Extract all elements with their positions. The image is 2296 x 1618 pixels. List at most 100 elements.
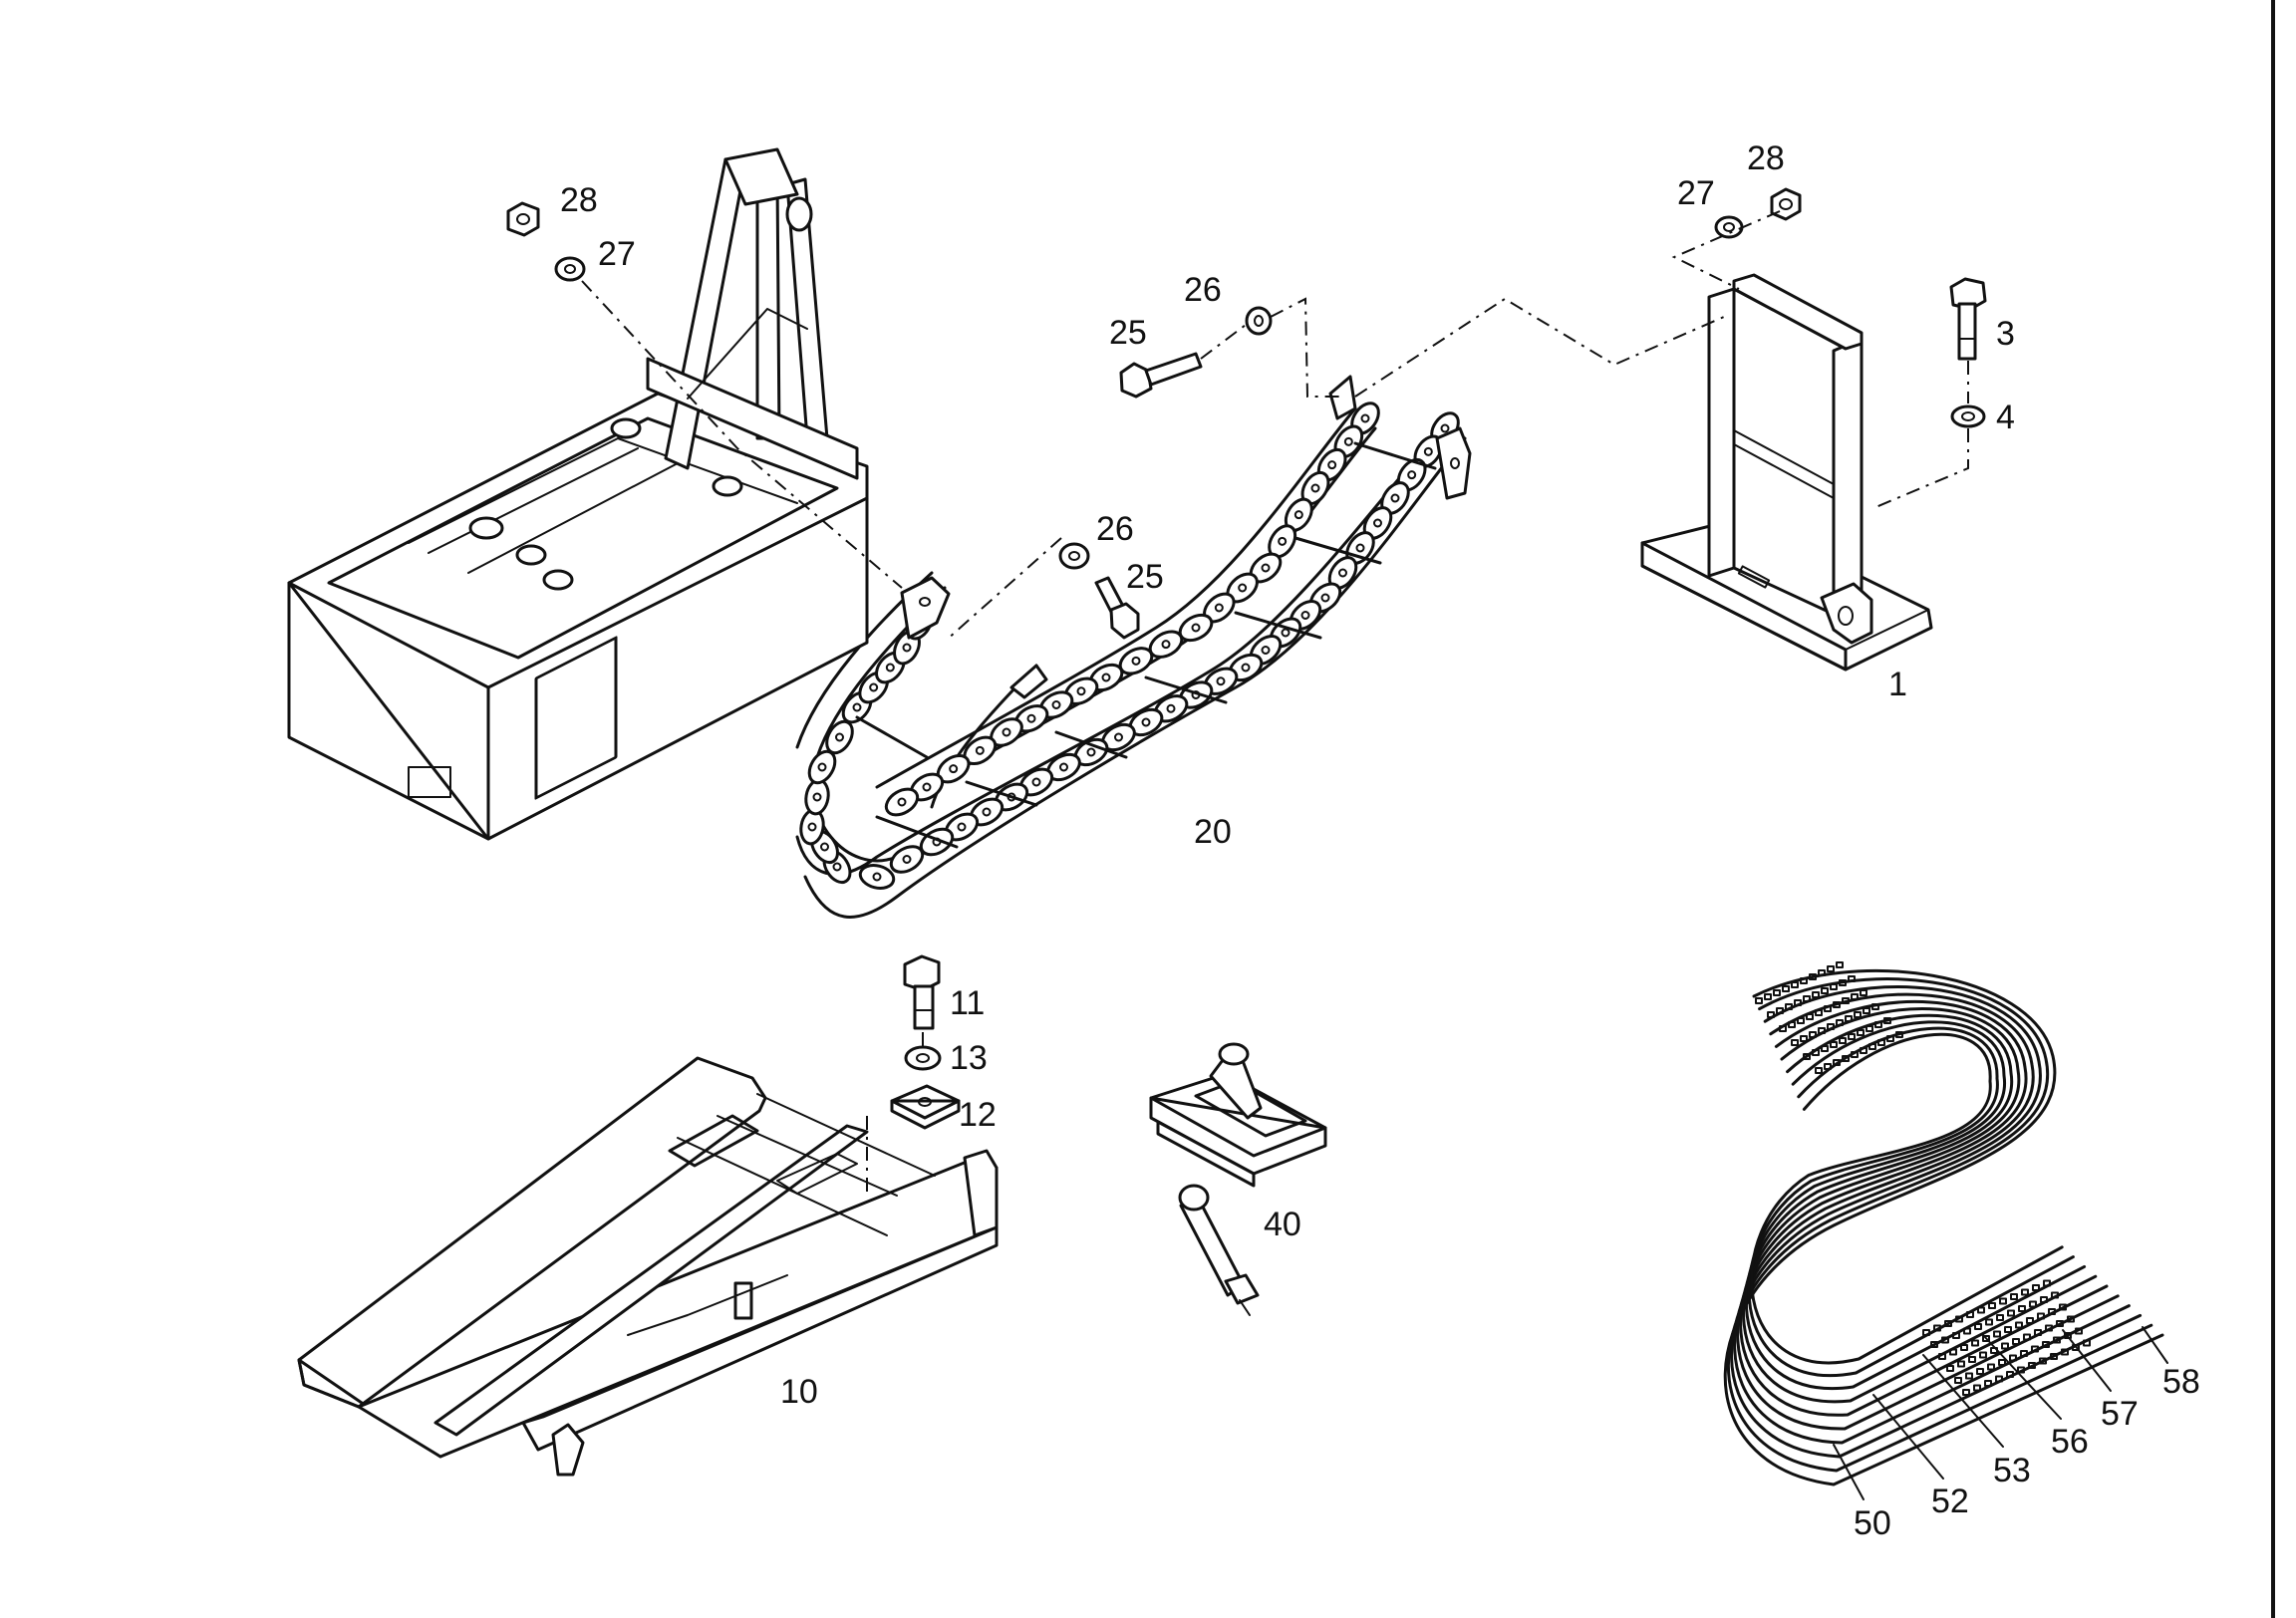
hose-link-dot bbox=[2012, 1338, 2020, 1345]
chain-link-pin bbox=[872, 872, 882, 882]
chain-link-pin bbox=[835, 732, 844, 742]
hose-link-dot bbox=[1863, 1007, 1870, 1014]
hose-link-dot bbox=[2045, 1324, 2053, 1332]
washer-part-27-right bbox=[1714, 215, 1744, 239]
chain-crossbar bbox=[855, 715, 929, 759]
part-label-28-right: 28 bbox=[1747, 139, 1785, 177]
chain-link-pin bbox=[885, 663, 895, 673]
hose-link-dot bbox=[1999, 1297, 2007, 1305]
hose-line bbox=[1739, 1006, 2109, 1417]
hose-link-dot bbox=[1827, 1023, 1835, 1030]
hose-link-dot bbox=[1868, 1043, 1876, 1050]
hose-link-dot bbox=[1987, 1363, 1995, 1371]
hose-link-dot bbox=[2031, 1345, 2039, 1353]
part-label-3: 3 bbox=[1996, 315, 2015, 353]
hose-link-dot bbox=[1854, 1011, 1862, 1018]
hose-link-dot bbox=[2037, 1312, 2045, 1320]
chain-link-pin bbox=[922, 782, 932, 792]
chain-end-bracket-upper bbox=[1328, 375, 1472, 500]
hose-link-dot bbox=[1773, 989, 1781, 996]
leader-line-washer-26-upper bbox=[1270, 297, 1345, 398]
hose-link-dot bbox=[1957, 1360, 1965, 1368]
chain-link-pin bbox=[1261, 563, 1271, 573]
hose-link-dot bbox=[1800, 977, 1808, 984]
hose-link-dot bbox=[1788, 1021, 1796, 1028]
part-label-11: 11 bbox=[950, 984, 985, 1022]
hose-link-dot bbox=[1827, 965, 1835, 972]
hose-link-dot bbox=[1860, 989, 1867, 996]
hose-link-dot bbox=[1871, 1003, 1879, 1010]
hose-link-dot bbox=[1968, 1356, 1976, 1363]
chain-link-pin bbox=[902, 643, 912, 653]
hose-link-dot bbox=[2001, 1342, 2009, 1350]
washer-part-13 bbox=[904, 1045, 942, 1071]
ramp-trough-part bbox=[297, 1056, 999, 1477]
chain-link-pin bbox=[832, 862, 842, 872]
leader-line-nut-28-left bbox=[581, 280, 903, 589]
chain-link-pin bbox=[1261, 646, 1271, 655]
chain-link-pin bbox=[807, 822, 817, 832]
chain-crossbar bbox=[965, 780, 1038, 807]
part-label-26-lower: 26 bbox=[1096, 510, 1134, 548]
part-label-57: 57 bbox=[2101, 1395, 2139, 1433]
chain-link-pin bbox=[1440, 423, 1450, 433]
hose-link-dot bbox=[1996, 1314, 2004, 1321]
hose-link-dot bbox=[1963, 1327, 1971, 1335]
chain-link-pin bbox=[1166, 703, 1176, 713]
hose-link-dot bbox=[1860, 1047, 1867, 1054]
hose-link-dot bbox=[1830, 983, 1838, 990]
hose-link-dot bbox=[2018, 1305, 2026, 1312]
cable-hose-bundle-part bbox=[1723, 961, 2164, 1486]
hose-link-dot bbox=[1845, 1015, 1853, 1022]
hose-link-dot bbox=[1886, 1035, 1894, 1042]
part-label-26-upper: 26 bbox=[1184, 271, 1222, 309]
chain-crossbar bbox=[1144, 675, 1228, 704]
hose-link-dot bbox=[2023, 1333, 2031, 1341]
hose-link-dot bbox=[1866, 1025, 1873, 1032]
hose-link-dot bbox=[1982, 1335, 1990, 1342]
part-label-20: 20 bbox=[1194, 813, 1232, 851]
chain-link-pin bbox=[1423, 446, 1433, 456]
part-label-12: 12 bbox=[959, 1096, 997, 1134]
hose-link-dot bbox=[1944, 1320, 1952, 1327]
hose-link-dot bbox=[1851, 1051, 1859, 1058]
hose-link-dot bbox=[1815, 1067, 1823, 1074]
hose-link-dot bbox=[1977, 1306, 1985, 1314]
hose-link-dot bbox=[2042, 1341, 2050, 1348]
chain-link-pin bbox=[982, 807, 992, 817]
leader-line-washer-4 bbox=[1872, 428, 1969, 509]
hose-line bbox=[1750, 1032, 2064, 1365]
switch-box-part bbox=[1149, 1042, 1327, 1316]
hose-link-dot bbox=[1895, 1031, 1903, 1038]
hose-link-dot bbox=[2040, 1296, 2048, 1303]
hose-line bbox=[1726, 977, 2153, 1473]
part-label-27-left: 27 bbox=[598, 235, 636, 273]
chain-link-pin bbox=[897, 797, 907, 807]
hose-link-dot bbox=[1979, 1351, 1987, 1359]
hose-link-dot bbox=[1842, 997, 1850, 1004]
washer-part-4 bbox=[1950, 404, 1986, 428]
drag-chain-links bbox=[799, 402, 1460, 890]
hose-link-dot bbox=[2015, 1321, 2023, 1329]
chain-link-pin bbox=[817, 762, 827, 772]
hose-link-dot bbox=[1809, 973, 1817, 980]
hose-link-dot bbox=[1764, 993, 1772, 1000]
chain-link-pin bbox=[1407, 470, 1417, 480]
hose-line bbox=[1744, 1020, 2087, 1391]
bolt-part-25-lower bbox=[1094, 576, 1140, 640]
hose-link-dot bbox=[1812, 991, 1820, 998]
chain-link-pin bbox=[1373, 518, 1382, 528]
bolt-part-11 bbox=[903, 954, 941, 1030]
chain-link-pin bbox=[820, 842, 829, 852]
hose-link-dot bbox=[2028, 1362, 2036, 1369]
hose-link-dot bbox=[2056, 1320, 2064, 1327]
hose-link-dot bbox=[2067, 1315, 2075, 1323]
leader-line-chain-lower bbox=[946, 537, 1062, 641]
chain-link-pin bbox=[1293, 510, 1303, 520]
hose-link-dot bbox=[1830, 1041, 1838, 1048]
chain-link-pin bbox=[1300, 611, 1310, 620]
chain-link-pin bbox=[1191, 623, 1201, 633]
chain-crossbar bbox=[1293, 536, 1382, 565]
washer-part-27-left bbox=[554, 256, 586, 282]
